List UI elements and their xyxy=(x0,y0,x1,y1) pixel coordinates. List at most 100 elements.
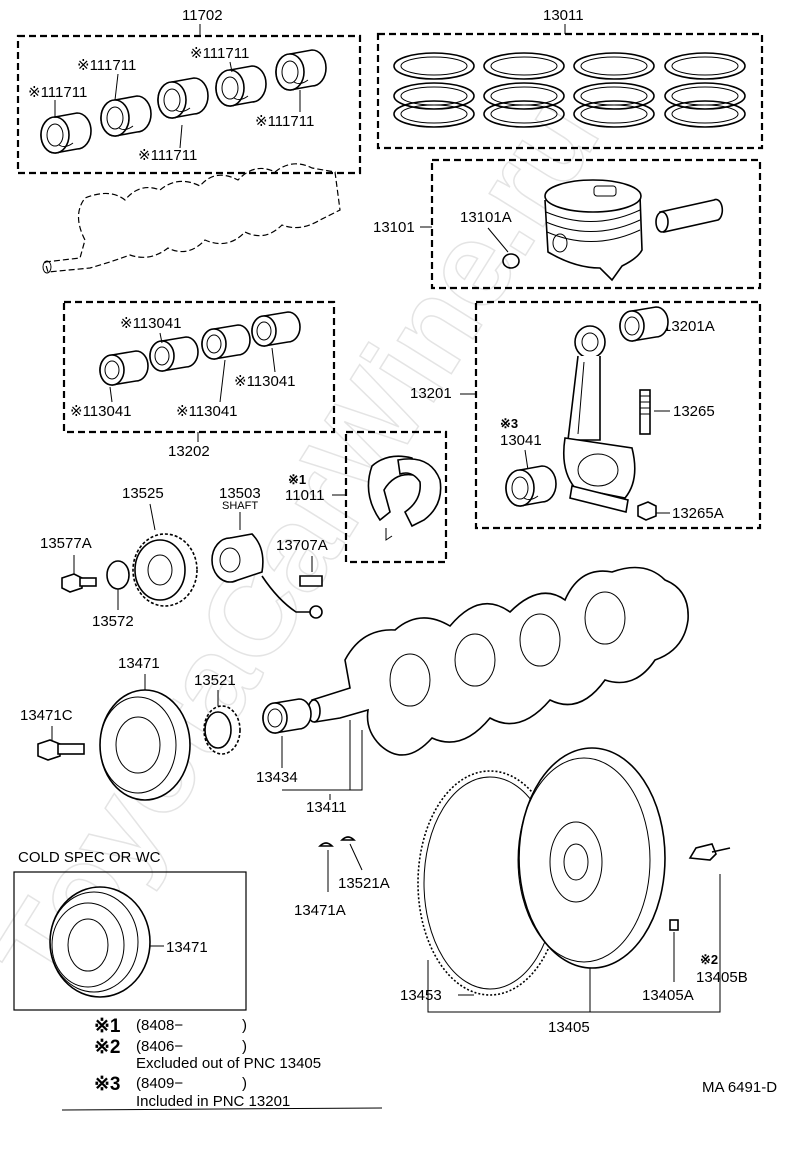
balance-shaft-assy xyxy=(211,533,323,619)
group-13201: 13201 13201A 13265 ※3 13041 13265A xyxy=(410,300,762,530)
label-113041-b: ※113041 xyxy=(234,373,296,390)
main-bearing-5 xyxy=(275,49,327,91)
rod-bearing-shell xyxy=(505,465,557,507)
label-111711-e: ※111711 xyxy=(138,147,197,164)
group-11011: ※1 11011 xyxy=(285,430,448,564)
crankshaft-phantom-upper xyxy=(42,163,341,274)
piston xyxy=(544,179,643,282)
label-13201: 13201 xyxy=(410,385,452,402)
dowel-13405A xyxy=(669,919,679,931)
main-bearing-2 xyxy=(100,95,152,137)
label-13202: 13202 xyxy=(168,443,210,460)
label-13471C: 13471C xyxy=(20,707,73,724)
mark-2: ※2 xyxy=(700,952,718,967)
flywheel-bolt xyxy=(688,843,731,861)
note-1-mark: ※1 xyxy=(94,1016,121,1037)
rod-bearing-2 xyxy=(149,336,199,372)
crankshaft xyxy=(307,566,689,756)
group-timing: 13525 13503 SHAFT 13707A 13577A 13572 xyxy=(40,485,328,630)
crank-pulley xyxy=(99,689,191,801)
label-13503: 13503 xyxy=(219,485,261,502)
note-2-sub: Excluded out of PNC 13405 xyxy=(136,1055,321,1072)
group-13101: 13101 13101A xyxy=(373,158,762,290)
bracket-13405 xyxy=(427,874,721,1013)
piston-ring-set-4 xyxy=(664,52,746,128)
label-13471-cold: 13471 xyxy=(166,939,208,956)
label-13471: 13471 xyxy=(118,655,160,672)
rod-bearing-1 xyxy=(99,350,149,386)
note-2-mark: ※2 xyxy=(94,1037,121,1058)
mark-3: ※3 xyxy=(500,416,518,431)
label-13405A: 13405A xyxy=(642,987,694,1004)
label-111711-b: ※111711 xyxy=(28,84,87,101)
label-113041-a: ※113041 xyxy=(120,315,182,332)
crank-timing-gear xyxy=(132,533,198,607)
label-13434: 13434 xyxy=(256,769,298,786)
cold-spec-title: COLD SPEC OR WC xyxy=(18,849,161,866)
label-13577A: 13577A xyxy=(40,535,92,552)
diagram-code: MA 6491-D xyxy=(702,1079,777,1096)
rod-nut xyxy=(637,501,657,521)
label-13405B: 13405B xyxy=(696,969,748,986)
label-13041: 13041 xyxy=(500,432,542,449)
label-13521: 13521 xyxy=(194,672,236,689)
connecting-rod xyxy=(562,325,636,513)
main-bearing-1 xyxy=(40,112,92,154)
main-bearing-4 xyxy=(215,65,267,107)
group-flywheel: 13453 13405 13405A ※2 13405B xyxy=(400,747,748,1036)
plate-13572 xyxy=(106,560,130,590)
label-shaft: SHAFT xyxy=(222,500,258,512)
piston-pin xyxy=(655,198,724,233)
label-13521A: 13521A xyxy=(338,875,390,892)
label-113041-c: ※113041 xyxy=(70,403,132,420)
label-13265: 13265 xyxy=(673,403,715,420)
label-13011: 13011 xyxy=(543,7,584,24)
label-11702: 11702 xyxy=(182,7,223,24)
group-13202: 13202 ※113041 ※113041 ※113041 ※113041 xyxy=(62,300,336,460)
notes-underline xyxy=(61,1107,383,1111)
label-13411: 13411 xyxy=(306,799,347,816)
label-13572: 13572 xyxy=(92,613,134,630)
label-111711-d: ※111711 xyxy=(255,113,314,130)
thrust-washer xyxy=(367,455,442,541)
small-end-bushing xyxy=(619,306,669,342)
bolt-13577A xyxy=(61,573,97,593)
rod-bearing-4 xyxy=(251,311,301,347)
label-113041-d: ※113041 xyxy=(176,403,238,420)
group-13011: 13011 xyxy=(376,7,764,150)
bracket-13411 xyxy=(282,720,363,791)
group-pulley: 13471 13471C 13521 13434 13411 13521A 13… xyxy=(20,655,390,919)
pulley-bolt xyxy=(37,739,85,761)
note-3-text: (8409− xyxy=(136,1075,183,1092)
label-13471A: 13471A xyxy=(294,902,346,919)
note-1-close: ) xyxy=(242,1017,247,1034)
note-1-text: (8408− xyxy=(136,1017,183,1034)
bolt-13707A xyxy=(299,575,323,587)
cold-pulley xyxy=(49,886,151,998)
label-13525: 13525 xyxy=(122,485,164,502)
cold-spec-box: COLD SPEC OR WC 13471 xyxy=(13,849,247,1011)
mark-1: ※1 xyxy=(288,472,306,487)
notes: ※1 (8408− ) ※2 (8406− ) Excluded out of … xyxy=(61,1016,383,1111)
key-13471A xyxy=(318,842,334,847)
piston-pin-clip xyxy=(502,253,520,269)
label-13405: 13405 xyxy=(548,1019,590,1036)
crank-spacer-13434 xyxy=(262,698,312,734)
label-13453: 13453 xyxy=(400,987,442,1004)
note-3-sub: Included in PNC 13201 xyxy=(136,1093,290,1110)
flywheel xyxy=(517,747,666,969)
piston-ring-set-1 xyxy=(393,52,475,128)
label-13101: 13101 xyxy=(373,219,415,236)
note-2-close: ) xyxy=(242,1038,247,1055)
label-13201A: 13201A xyxy=(663,318,715,335)
label-11011: 11011 xyxy=(285,487,325,504)
label-13707A: 13707A xyxy=(276,537,328,554)
label-13101A: 13101A xyxy=(460,209,512,226)
key-13521A xyxy=(340,836,356,841)
label-111711-a: ※111711 xyxy=(77,57,136,74)
group-11702: 11702 ※111711 ※111711 ※111711 ※111711 ※1… xyxy=(16,7,362,175)
label-13265A: 13265A xyxy=(672,505,724,522)
piston-ring-set-3 xyxy=(573,52,655,128)
note-3-mark: ※3 xyxy=(94,1074,121,1095)
